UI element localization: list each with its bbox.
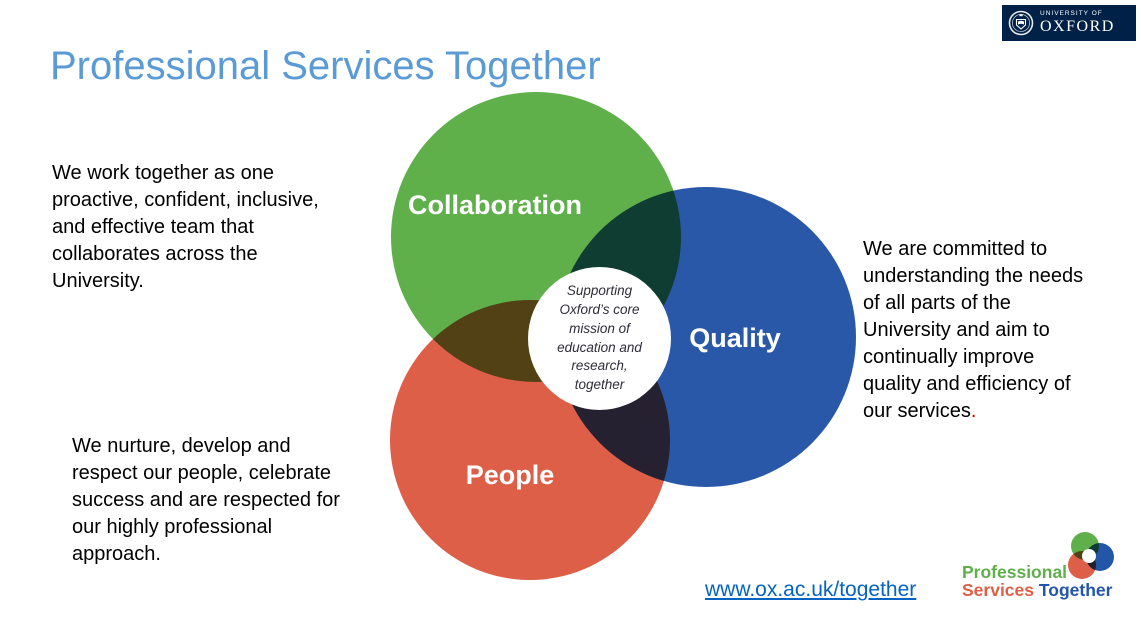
together-link[interactable]: www.ox.ac.uk/together xyxy=(705,578,917,601)
pst-word-professional: Professional xyxy=(962,562,1068,582)
oxford-logo-text: UNIVERSITY OF OXFORD xyxy=(1040,9,1115,36)
oxford-logo: UNIVERSITY OF OXFORD xyxy=(1002,5,1136,41)
oxford-logo-line2: OXFORD xyxy=(1040,18,1115,36)
venn-label-collaboration: Collaboration xyxy=(408,190,582,220)
venn-circle-collaboration xyxy=(391,92,681,382)
pst-word-together: Together xyxy=(1038,579,1113,600)
venn-center-text: Supporting Oxford’s core mission of educ… xyxy=(557,282,642,393)
text-block-people: We nurture, develop and respect our peop… xyxy=(72,435,340,565)
text-block-quality-period: . xyxy=(970,400,977,422)
page-title: Professional Services Together xyxy=(50,44,601,88)
pst-logo-icon xyxy=(1066,529,1116,581)
venn-center-circle: Supporting Oxford’s core mission of educ… xyxy=(528,267,671,410)
text-block-quality: We are committed to understanding the ne… xyxy=(863,236,1133,425)
text-block-quality-body: We are committed to understanding the ne… xyxy=(863,238,1084,422)
venn-label-quality: Quality xyxy=(689,323,781,353)
venn-circle-people xyxy=(390,300,670,580)
oxford-logo-line1: UNIVERSITY OF xyxy=(1040,9,1103,17)
text-block-collaboration: We work together as one proactive, confi… xyxy=(52,162,319,292)
pst-logo-text: Professional Services Together xyxy=(962,562,1137,600)
pst-word-services: Services xyxy=(962,579,1035,600)
venn-label-people: People xyxy=(465,460,555,490)
pst-icon-center-dot xyxy=(1082,549,1096,563)
venn-circle-quality xyxy=(556,187,856,487)
oxford-crest-icon xyxy=(1007,9,1035,37)
